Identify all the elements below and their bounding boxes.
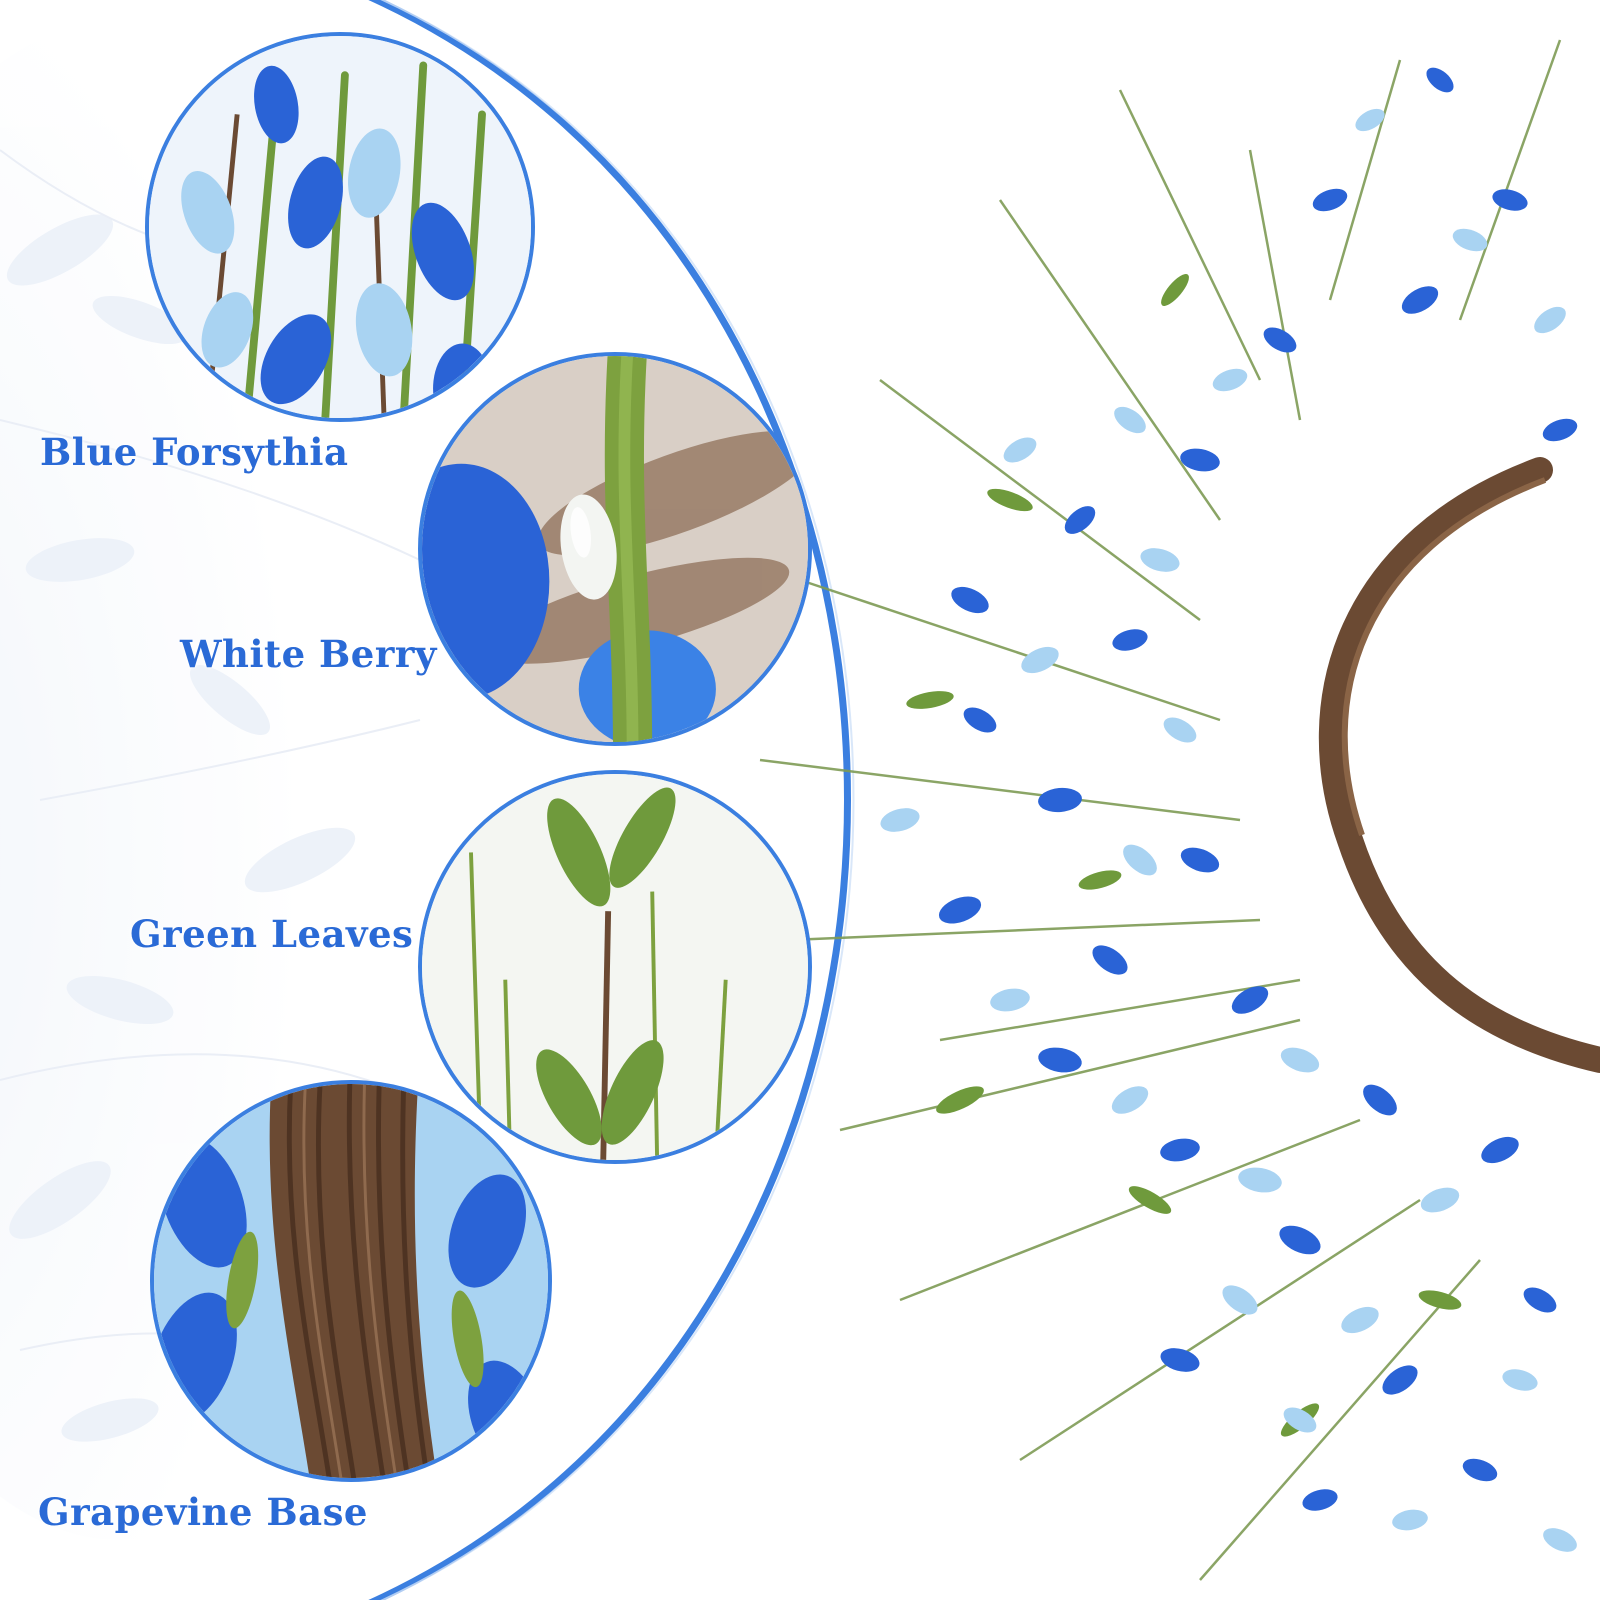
blue-forsythia-detail — [145, 32, 535, 422]
grapevine-base-closeup-icon — [154, 1084, 548, 1478]
green-leaves-detail — [418, 770, 812, 1164]
green-leaves-closeup-icon — [422, 774, 808, 1160]
green-leaves-label: Green Leaves — [130, 912, 414, 956]
blue-forsythia-closeup-icon — [149, 36, 531, 418]
white-berry-closeup-icon — [422, 356, 808, 742]
divider-arc — [368, 0, 851, 1600]
blue-wreath — [759, 39, 1600, 1581]
white-berry-label: White Berry — [180, 632, 437, 676]
white-berry-detail — [418, 352, 812, 746]
blue-forsythia-label: Blue Forsythia — [40, 430, 349, 474]
grapevine-base-detail — [150, 1080, 552, 1482]
grapevine-base-label: Grapevine Base — [38, 1490, 368, 1534]
